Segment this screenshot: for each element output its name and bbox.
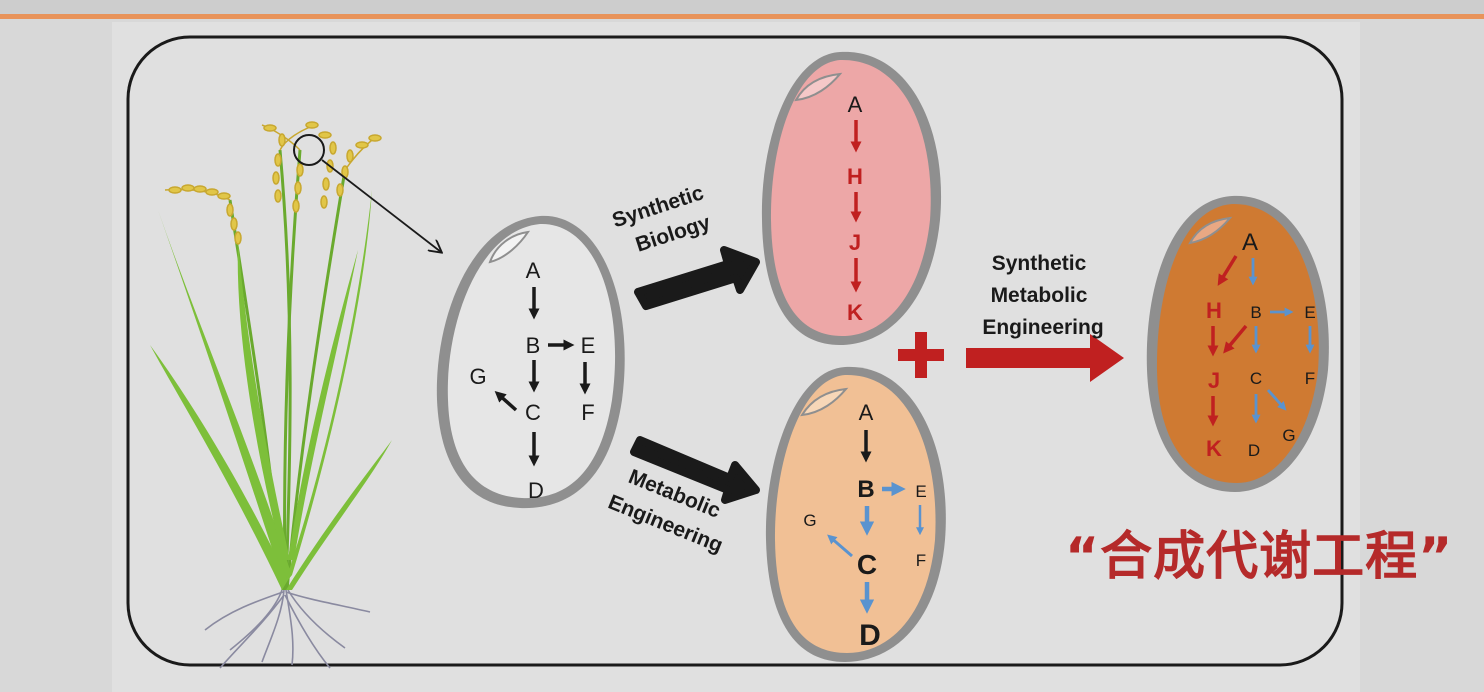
seed-combined-arrow-b-j <box>1223 324 1248 354</box>
label-synthetic-metabolic-engineering-1: Synthetic <box>992 252 1087 275</box>
seed-combined-arrow-c-g <box>1266 389 1287 411</box>
seed-metabolic-label-C: C <box>857 549 877 580</box>
seed-combined-label-A: A <box>1242 229 1258 256</box>
seed-combined-label-B: B <box>1250 303 1261 322</box>
seed-combined-label-G: G <box>1282 426 1295 445</box>
seed-combined-label-F: F <box>1305 369 1315 388</box>
seed-plain <box>436 215 625 509</box>
seed-metabolic <box>765 366 946 662</box>
seed-plain-label-C: C <box>525 400 541 425</box>
seed-combined <box>1146 195 1329 492</box>
seed-plain-arrow-c-g <box>494 391 518 412</box>
seed-synbio-label-H: H <box>847 164 863 189</box>
seed-synbio-label-J: J <box>849 230 861 255</box>
seed-metabolic-label-D: D <box>859 619 881 652</box>
seed-plain-label-E: E <box>581 333 596 358</box>
plus-sign <box>898 332 944 378</box>
seed-synbio <box>761 51 942 345</box>
seed-metabolic-label-B: B <box>857 476 874 503</box>
seed-combined-label-K: K <box>1206 436 1222 461</box>
seed-metabolic-label-E: E <box>915 482 926 501</box>
seed-plain-label-B: B <box>526 333 541 358</box>
seed-plain-label-F: F <box>581 400 594 425</box>
seed-metabolic-label-G: G <box>803 511 816 530</box>
seed-combined-label-E: E <box>1304 303 1315 322</box>
seed-combined-label-D: D <box>1248 441 1260 460</box>
seed-plain-label-A: A <box>526 258 541 283</box>
chinese-caption: “合成代谢工程” <box>1065 527 1454 587</box>
seed-combined-label-H: H <box>1206 298 1222 323</box>
synbio-big-arrow <box>634 246 760 310</box>
label-synthetic-metabolic-engineering-2: Metabolic <box>991 284 1088 307</box>
seed-combined-label-C: C <box>1250 369 1262 388</box>
zoom-arrow <box>321 159 441 252</box>
rice-plant-icon <box>150 121 392 669</box>
seed-metabolic-arrow-c-g <box>827 534 853 558</box>
seed-metabolic-label-A: A <box>859 400 874 425</box>
seed-synbio-label-A: A <box>848 92 863 117</box>
label-synthetic-metabolic-engineering-3: Engineering <box>982 316 1103 339</box>
zoom-circle-icon <box>293 134 325 166</box>
seed-plain-label-G: G <box>469 364 486 389</box>
seed-combined-label-J: J <box>1208 368 1220 393</box>
seed-metabolic-label-F: F <box>916 551 926 570</box>
slide-top-strip <box>0 0 1484 16</box>
diagram-frame <box>126 35 1344 667</box>
synthetic-metabolic-arrow <box>966 334 1124 382</box>
slide-accent-line <box>0 14 1484 19</box>
seed-plain-label-D: D <box>528 478 544 503</box>
seed-combined-arrow-a-h <box>1217 255 1238 286</box>
seed-synbio-label-K: K <box>847 300 863 325</box>
metabolic-big-arrow <box>630 436 760 504</box>
